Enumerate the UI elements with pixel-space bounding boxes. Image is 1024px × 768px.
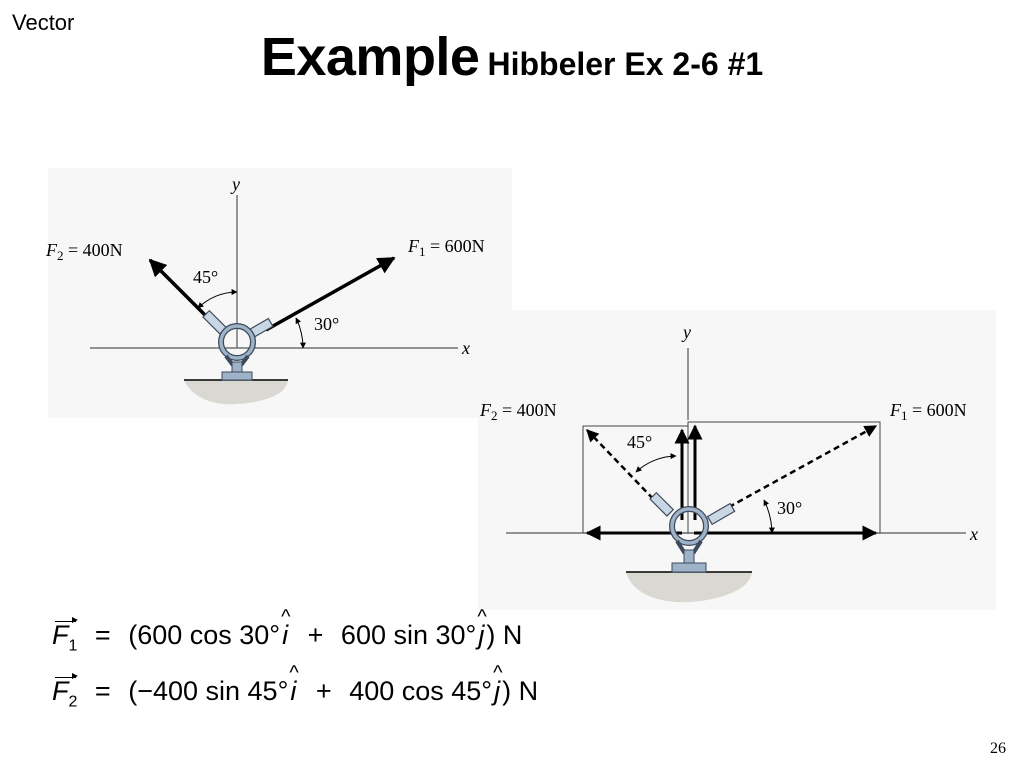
y-label-2: y [681, 322, 691, 342]
eq1-y-term: 600 sin 30° [340, 620, 477, 650]
f2-dashed-arrow [586, 429, 661, 507]
ground-2 [626, 572, 752, 603]
section-label: Vector [12, 10, 75, 35]
f1-arrow-1 [265, 256, 396, 332]
f2-label-1: F2 = 400N [45, 240, 123, 263]
equals-sign: = [94, 620, 111, 650]
angle-45-label-1: 45° [193, 267, 218, 287]
ground-1 [184, 380, 288, 405]
diagram-1: y x F2 = 400N F1 = 600N 45° 30° [45, 168, 512, 418]
j-hat: j [492, 662, 502, 707]
i-hat: i [280, 606, 290, 651]
equals-sign: = [94, 676, 111, 706]
f2-label-2: F2 = 400N [479, 400, 557, 423]
f2-vector-symbol: F2 [52, 672, 79, 711]
y-label-1: y [230, 174, 240, 194]
diagram-2-panel [478, 310, 996, 610]
angle-arc-30-1 [295, 317, 306, 349]
equation-f1: F1 = (600 cos 30°i + 600 sin 30°j) N [52, 606, 523, 655]
eq2-x-term: (−400 sin 45° [128, 676, 289, 706]
angle-arc-45-2 [635, 453, 677, 473]
title-sub: Hibbeler Ex 2-6 #1 [487, 46, 764, 82]
f1-vector-symbol: F1 [52, 616, 79, 655]
plus-sign: + [315, 676, 332, 706]
equation-f2: F2 = (−400 sin 45°i + 400 cos 45°j) N [52, 662, 539, 711]
plus-sign: + [307, 620, 324, 650]
f1-label-2: F1 = 600N [889, 400, 967, 423]
title-main: Example [260, 27, 480, 87]
angle-45-label-2: 45° [627, 432, 652, 452]
j-hat: j [476, 606, 486, 651]
eq1-close: ) N [486, 620, 523, 650]
angle-30-label-2: 30° [777, 498, 802, 518]
x-label-2: x [969, 524, 978, 544]
eq2-close: ) N [502, 676, 539, 706]
angle-arc-45-1 [197, 289, 238, 309]
eyebolt-1 [202, 309, 274, 381]
eq2-y-term: 400 cos 45° [349, 676, 493, 706]
page-number: 26 [990, 740, 1006, 757]
diagram-2: y x F2 = 400N F1 = 600N 45° 30° [478, 310, 996, 610]
f1-label-1: F1 = 600N [407, 236, 485, 259]
f2-arrow-1 [148, 258, 214, 324]
angle-arc-30-2 [763, 499, 775, 534]
diagram-1-panel [48, 168, 512, 418]
i-hat: i [288, 662, 298, 707]
eq1-x-term: (600 cos 30° [128, 620, 281, 650]
angle-30-label-1: 30° [314, 314, 339, 334]
x-label-1: x [461, 338, 470, 358]
eyebolt-2 [649, 491, 736, 573]
